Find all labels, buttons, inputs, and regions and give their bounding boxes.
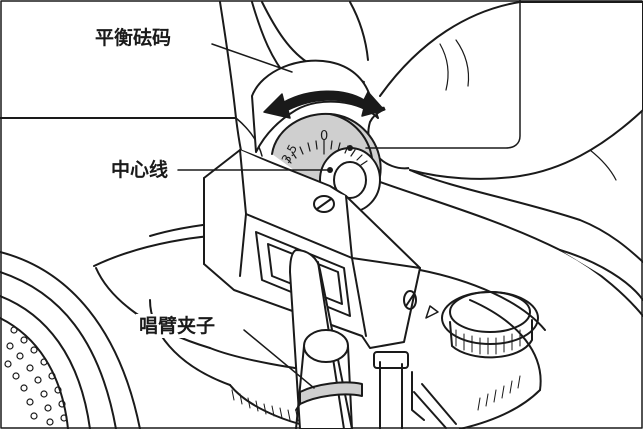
headshell-screw-side <box>403 290 417 310</box>
center-line-label: 中心线 <box>108 158 172 182</box>
hand-detail <box>235 117 263 157</box>
arm-clamp-label: 唱臂夹子 <box>136 314 219 338</box>
dial-leader-dot <box>347 145 353 151</box>
platter <box>0 251 141 429</box>
counterweight-label: 平衡砝码 <box>92 26 175 50</box>
headshell-screw-top <box>313 195 335 213</box>
dial-leader <box>365 0 521 149</box>
arm-clamp-leader <box>243 329 315 389</box>
right-hand <box>367 1 643 317</box>
tonearm-clamp <box>295 381 363 411</box>
dial-zero-text: 0 <box>320 129 328 144</box>
counterweight-body <box>251 59 379 153</box>
curved-double-arrow-icon <box>263 90 385 119</box>
base-ribbing <box>231 375 521 422</box>
finger-creases <box>439 39 617 181</box>
knob-ribbing <box>455 329 521 355</box>
center-line-dot <box>327 167 333 173</box>
tonearm-headshell <box>203 149 421 349</box>
dial-ticks <box>285 139 368 166</box>
counterweight-leader <box>211 43 293 73</box>
lift-lever <box>413 383 457 429</box>
anti-skate-knob <box>425 291 539 359</box>
arm-rest <box>373 351 425 429</box>
left-hand <box>219 1 369 181</box>
platter-strobe-dots <box>4 326 68 426</box>
